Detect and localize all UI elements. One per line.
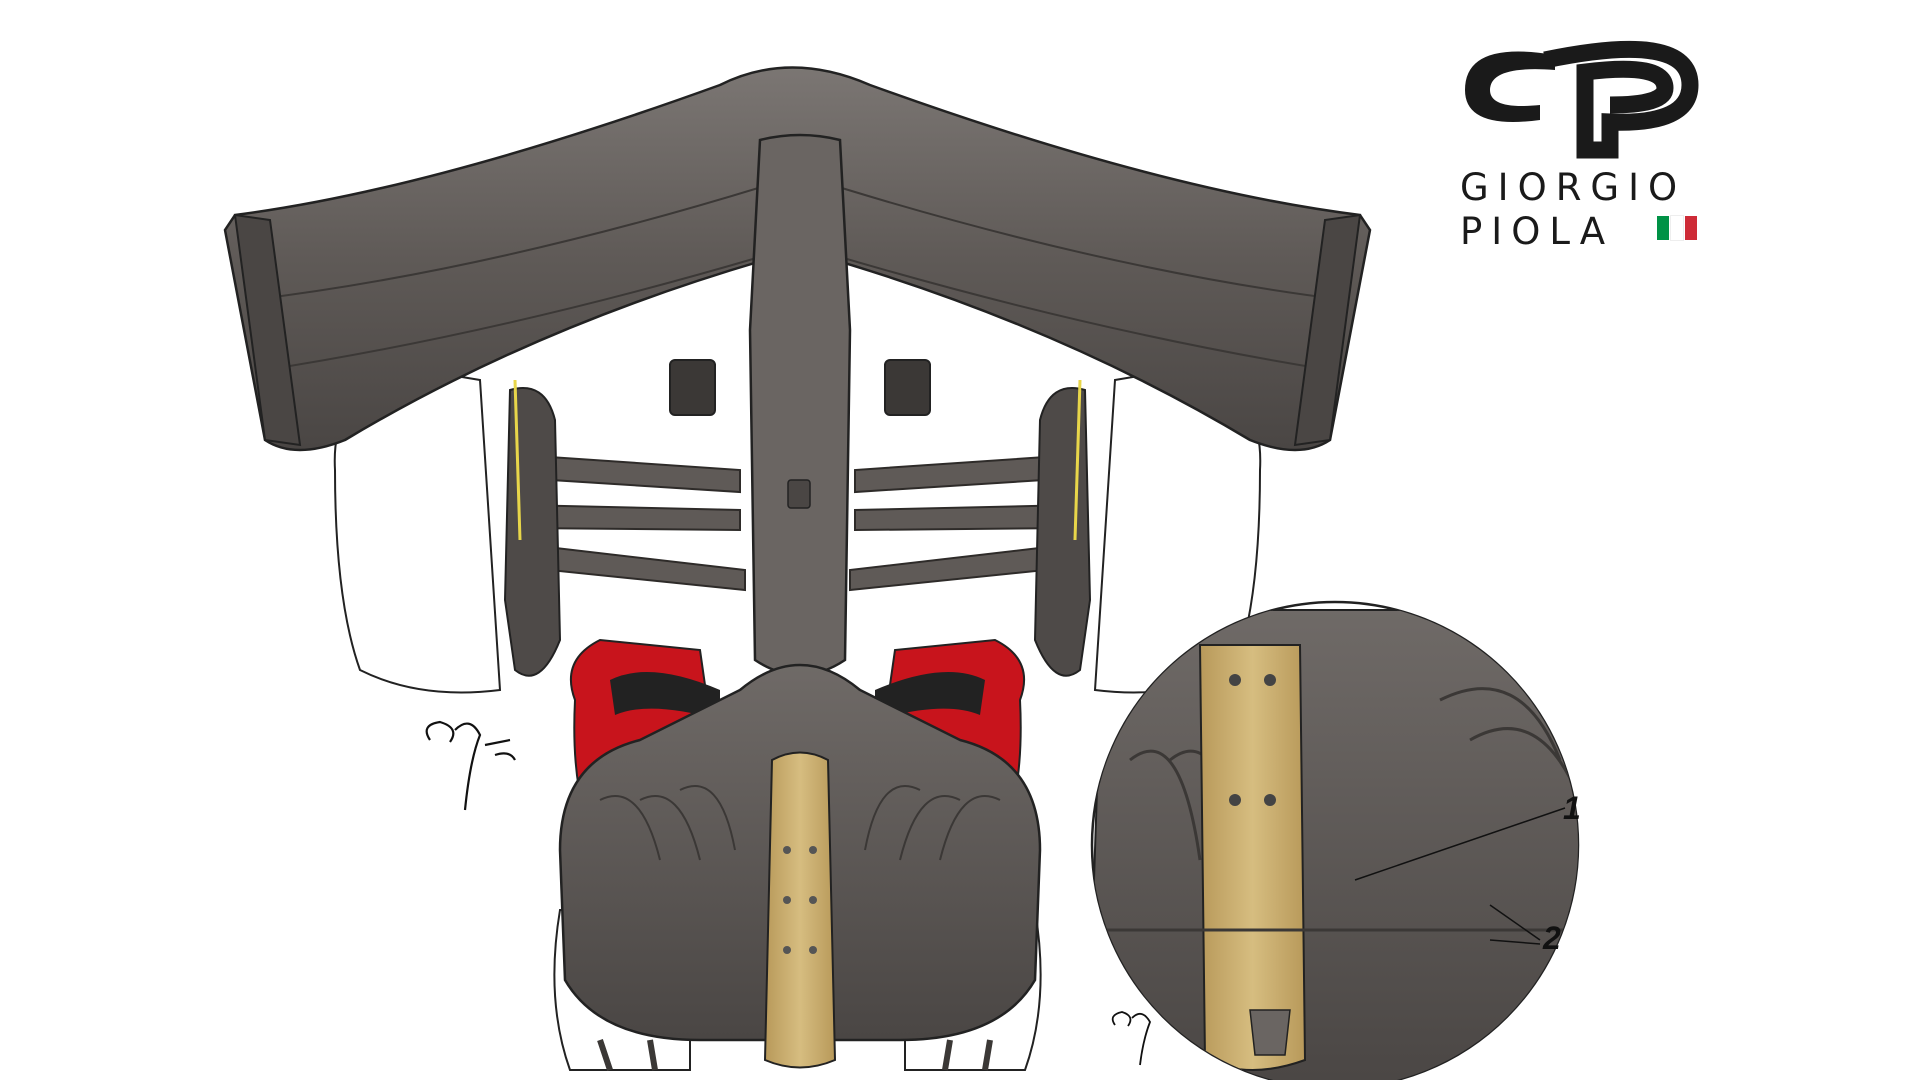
callout-label-1: 1 bbox=[1563, 790, 1581, 826]
left-upright bbox=[503, 379, 562, 677]
italian-flag-red bbox=[1685, 216, 1697, 240]
artist-signature-small bbox=[1111, 1011, 1151, 1066]
italian-flag-green bbox=[1657, 216, 1669, 240]
italian-flag-white bbox=[1670, 215, 1684, 241]
wing-pylon bbox=[669, 133, 931, 677]
logo-text-giorgio: GIORGIO bbox=[1460, 166, 1687, 209]
callout-label-2: 2 bbox=[1543, 920, 1561, 956]
logo-monogram bbox=[1465, 40, 1699, 159]
artist-signature bbox=[425, 720, 516, 811]
zoom-detail bbox=[1090, 600, 1580, 1080]
logo-text-piola: PIOLA bbox=[1460, 210, 1615, 253]
right-upright bbox=[1033, 379, 1092, 677]
skid-plank bbox=[763, 751, 837, 1069]
